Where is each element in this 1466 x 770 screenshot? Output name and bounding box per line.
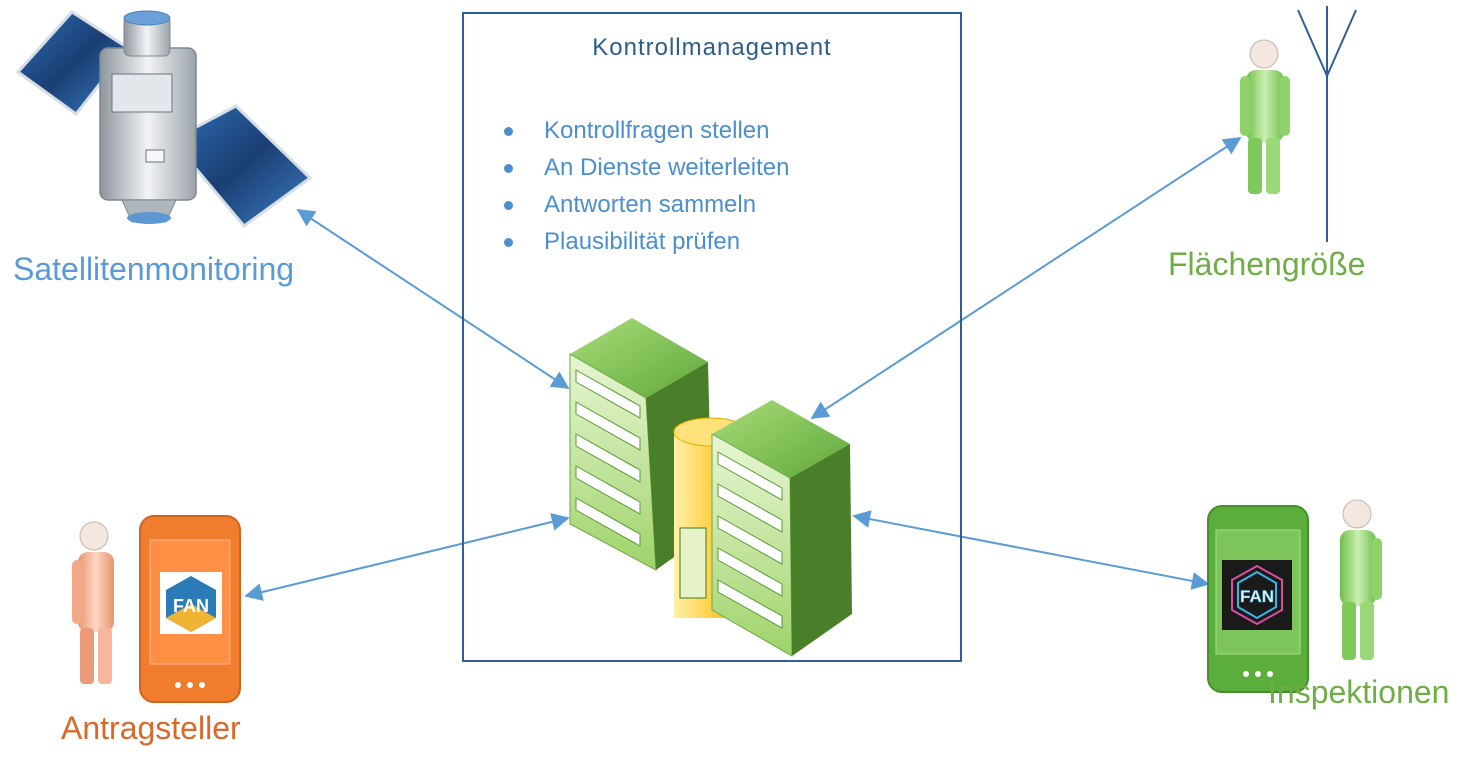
task-label: An Dienste weiterleiten <box>544 154 790 181</box>
task-list: Kontrollfragen stellen An Dienste weiter… <box>504 112 789 260</box>
bullet-icon <box>504 201 513 210</box>
list-item: An Dienste weiterleiten <box>504 149 789 186</box>
bullet-icon <box>504 238 513 247</box>
inspection-label: Inspektionen <box>1268 674 1450 710</box>
person-with-phone-icon-applicant: FAN <box>72 515 241 703</box>
area-label: Flächengröße <box>1168 246 1366 282</box>
arrow-inspection-server <box>852 510 1210 590</box>
connectors <box>244 137 1242 601</box>
fan-logo: FAN <box>173 596 209 616</box>
list-item: Plausibilität prüfen <box>504 223 789 260</box>
person-with-phone-icon-inspection: FAN <box>1207 499 1382 693</box>
arrow-applicant-server <box>244 513 570 601</box>
arrow-area-server <box>810 137 1242 419</box>
fan-logo: FAN <box>1240 587 1274 606</box>
server-database-icon <box>569 318 852 657</box>
person-with-antenna-icon <box>1240 6 1357 242</box>
applicant-label: Antragsteller <box>61 710 241 746</box>
task-label: Kontrollfragen stellen <box>544 117 770 144</box>
control-management-box: Kontrollmanagement Kontrollfragen stelle… <box>462 12 962 662</box>
bullet-icon <box>504 164 513 173</box>
arrow-satellite-server <box>296 209 570 389</box>
list-item: Kontrollfragen stellen <box>504 112 789 149</box>
task-label: Plausibilität prüfen <box>544 228 741 255</box>
box-title: Kontrollmanagement <box>592 34 832 61</box>
bullet-icon <box>504 127 513 136</box>
task-label: Antworten sammeln <box>544 191 757 218</box>
satellite-label: Satellitenmonitoring <box>13 251 295 287</box>
list-item: Antworten sammeln <box>504 186 789 223</box>
satellite-icon <box>15 10 313 229</box>
